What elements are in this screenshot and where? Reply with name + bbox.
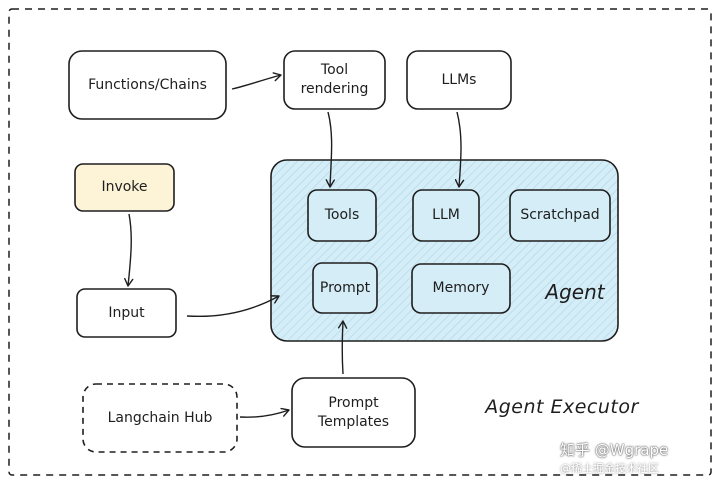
invoke-box: [74, 163, 175, 212]
arrow-llms-to-llm: [454, 111, 465, 188]
prompt-label: Prompt: [319, 279, 371, 296]
arrow-tool-rendering-to-tools: [325, 111, 335, 188]
arrow-hub-to-prompt-templates: [239, 407, 290, 418]
llms-box: [406, 50, 512, 110]
arrow-input-to-agent: [186, 295, 280, 318]
scratchpad-label: Scratchpad: [520, 207, 600, 223]
llm-label: LLM: [432, 207, 460, 223]
tools-label: Tools: [324, 207, 360, 223]
prompt-box: [312, 262, 378, 314]
tool-rendering-label: Tool rendering: [300, 62, 369, 97]
prompt-templates-label: Prompt Templates: [317, 394, 390, 430]
memory-label: Memory: [432, 280, 490, 296]
tools-box: [307, 189, 377, 242]
arrow-prompt-templates-to-prompt: [337, 320, 348, 375]
tool-rendering-box: [283, 50, 386, 110]
input-label: Input: [108, 304, 145, 321]
invoke-label: Invoke: [101, 179, 148, 195]
langchain-hub-box: [82, 383, 238, 453]
watermark-main: 知乎 @Wgrape: [560, 440, 669, 459]
agent-executor-title: Agent Executor: [485, 395, 639, 418]
agent-title: Agent: [545, 279, 605, 304]
functions-chains-label: Functions/Chains: [88, 76, 207, 93]
langchain-hub-label: Langchain Hub: [107, 409, 213, 426]
watermark-sub: @稀土掘金技术社区: [560, 461, 659, 475]
functions-chains-box: [68, 50, 227, 120]
arrow-functions-to-tool-rendering: [231, 72, 282, 90]
llms-label: LLMs: [441, 71, 477, 88]
agent-container: [270, 159, 619, 342]
arrow-invoke-to-input: [124, 213, 134, 287]
prompt-templates-box: [291, 377, 416, 448]
memory-box: [411, 263, 511, 314]
input-box: [76, 288, 177, 338]
scratchpad-box: [509, 189, 611, 242]
llm-box: [412, 189, 480, 242]
agent-executor-frame: [8, 8, 712, 476]
